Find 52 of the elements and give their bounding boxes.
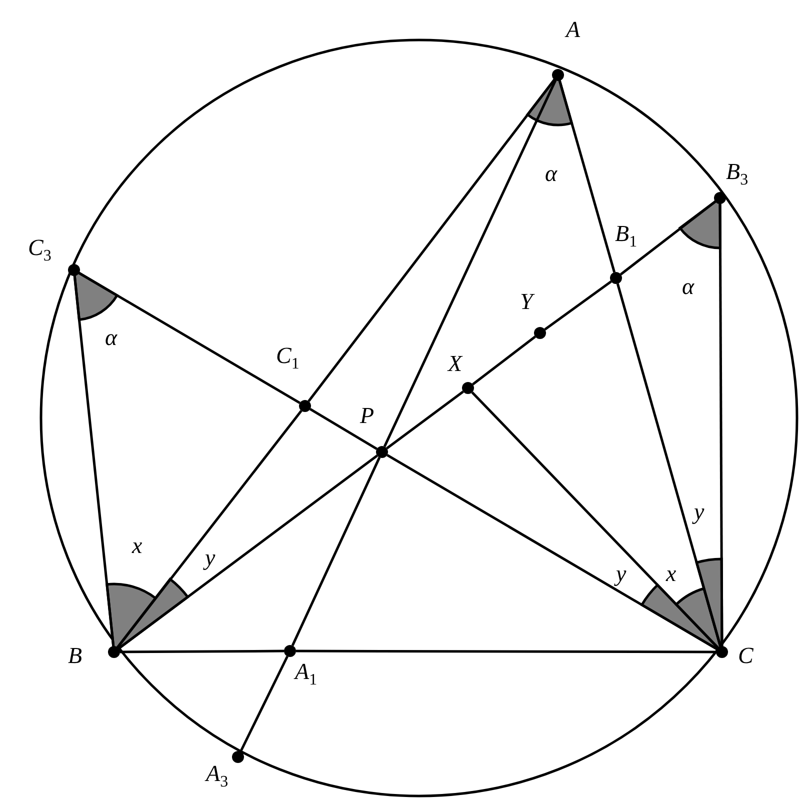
line-segment (386, 390, 464, 450)
angle-label: α (682, 275, 694, 298)
point-label: C (738, 644, 754, 667)
point-label: C$_{3}$ (28, 236, 52, 265)
angle-label: y (205, 546, 216, 569)
line-segment (78, 272, 300, 404)
angle-label: x (132, 534, 142, 557)
point-label: P (360, 404, 374, 427)
angle-label: α (105, 326, 118, 349)
point-label: A$_{3}$ (206, 762, 228, 791)
line-segment (544, 280, 612, 330)
point-label: B$_{1}$ (615, 222, 638, 251)
point-label: X (448, 352, 462, 375)
point-label: C$_{1}$ (276, 344, 300, 373)
line-segment (718, 204, 724, 646)
line-segment (308, 79, 556, 402)
line-segment (118, 454, 378, 650)
angle-label: x (666, 562, 676, 585)
point-dot (716, 646, 728, 658)
line-segment (291, 456, 381, 646)
angle-label: α (545, 162, 558, 185)
line-segment (310, 408, 378, 450)
line-segment (116, 410, 302, 648)
line-segment (383, 80, 557, 448)
point-dot (232, 751, 244, 763)
point-label: B (68, 644, 82, 667)
line-segment (558, 80, 616, 273)
point-dot (284, 645, 296, 657)
point-dot (552, 69, 564, 81)
line-segment (472, 336, 536, 386)
point-dot (108, 646, 120, 658)
point-dot (714, 192, 726, 204)
line-segment (120, 650, 284, 654)
line-segment (620, 200, 716, 276)
point-label: A (566, 18, 580, 41)
point-dot (462, 382, 474, 394)
point-dot (610, 272, 622, 284)
line-segment (240, 656, 288, 752)
line-segment (386, 454, 718, 650)
line-segment (471, 391, 719, 649)
point-label: B$_{3}$ (726, 160, 748, 189)
angle-label: y (616, 562, 626, 585)
point-dot (534, 327, 546, 339)
point-label: Y (520, 290, 533, 313)
point-dot (299, 400, 311, 412)
line-segment (73, 276, 115, 646)
line-segment (296, 650, 716, 654)
point-dot (376, 446, 388, 458)
point-label: A$_{1}$ (295, 660, 318, 689)
angle-label: y (694, 500, 704, 523)
point-dot (68, 264, 80, 276)
line-segment (616, 283, 722, 647)
